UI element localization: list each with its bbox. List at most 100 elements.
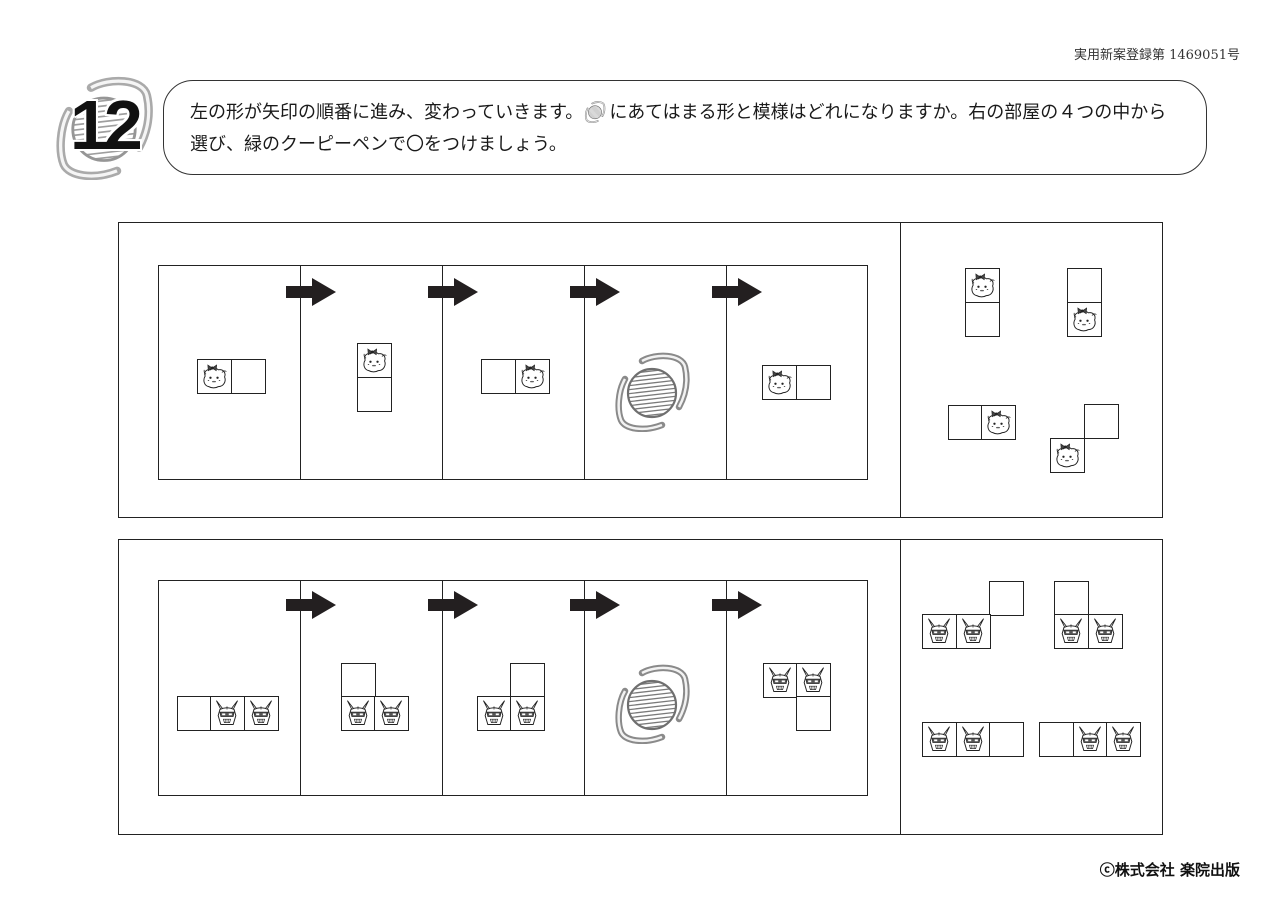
helmet-mask-icon bbox=[212, 698, 242, 728]
blank-cell bbox=[585, 581, 727, 795]
instruction-box: 左の形が矢印の順番に進み、変わっていきます。 にあてはまる形と模様はどれになります… bbox=[163, 80, 1207, 175]
question-badge: 12 bbox=[52, 76, 156, 180]
answer-room bbox=[899, 540, 1163, 834]
mask-tile bbox=[796, 662, 831, 698]
right-arrow-icon bbox=[570, 591, 620, 619]
swirl-question-icon bbox=[612, 352, 692, 432]
mask-tile bbox=[955, 721, 991, 757]
right-arrow-icon bbox=[712, 278, 762, 306]
helmet-mask-icon bbox=[924, 616, 954, 646]
right-arrow-icon bbox=[286, 591, 336, 619]
face-tile bbox=[762, 365, 797, 400]
empty-tile bbox=[357, 376, 392, 412]
helmet-mask-icon bbox=[958, 616, 988, 646]
mask-tile bbox=[210, 696, 245, 731]
swirl-question-icon bbox=[584, 101, 606, 123]
instruction-line-2: 選び、緑のクーピーペンで〇をつけましょう。 bbox=[190, 134, 567, 155]
mask-tile bbox=[762, 662, 798, 698]
right-arrow-icon bbox=[428, 278, 478, 306]
answer-option-3[interactable] bbox=[947, 405, 1017, 440]
empty-tile bbox=[1066, 268, 1102, 303]
empty-tile bbox=[947, 405, 983, 440]
girl-face-icon bbox=[1069, 304, 1099, 334]
mask-tile bbox=[955, 614, 991, 649]
face-tile bbox=[1066, 301, 1102, 337]
face-tile bbox=[357, 343, 392, 378]
answer-option-4[interactable] bbox=[1049, 404, 1119, 473]
empty-tile bbox=[989, 721, 1024, 757]
mask-tile bbox=[340, 696, 376, 731]
helmet-mask-icon bbox=[1075, 724, 1105, 754]
copyright: ⓒ株式会社 楽院出版 bbox=[1099, 861, 1240, 879]
empty-tile bbox=[795, 365, 831, 400]
helmet-mask-icon bbox=[958, 724, 988, 754]
problem-1-panel bbox=[118, 222, 1163, 518]
answer-option-3[interactable] bbox=[922, 721, 1024, 757]
girl-face-icon bbox=[1052, 440, 1082, 470]
answer-option-4[interactable] bbox=[1039, 721, 1141, 757]
girl-face-icon bbox=[983, 407, 1013, 437]
mask-tile bbox=[1072, 721, 1108, 757]
mask-tile bbox=[922, 721, 957, 757]
right-arrow-icon bbox=[570, 278, 620, 306]
question-number: 12 bbox=[70, 86, 143, 164]
empty-tile bbox=[340, 662, 376, 698]
girl-face-icon bbox=[764, 367, 794, 397]
instruction-text-start: 左の形が矢印の順番に進み、変わっていきます。 bbox=[190, 102, 584, 123]
empty-tile bbox=[481, 359, 516, 394]
empty-tile bbox=[964, 301, 1000, 337]
girl-face-icon bbox=[967, 270, 997, 300]
face-tile bbox=[197, 359, 232, 394]
empty-tile bbox=[510, 662, 545, 698]
answer-option-1[interactable] bbox=[922, 580, 1024, 650]
sequence-strip bbox=[158, 580, 868, 796]
empty-tile bbox=[1083, 404, 1119, 439]
mask-tile bbox=[476, 696, 512, 731]
sequence-cell-1 bbox=[159, 266, 301, 479]
helmet-mask-icon bbox=[1090, 616, 1120, 646]
face-tile bbox=[1049, 438, 1085, 473]
helmet-mask-icon bbox=[924, 724, 954, 754]
empty-tile bbox=[1054, 580, 1089, 616]
sequence-strip bbox=[158, 265, 868, 480]
instruction-line-1: 左の形が矢印の順番に進み、変わっていきます。 にあてはまる形と模様はどれになります… bbox=[190, 97, 1206, 129]
mask-tile bbox=[374, 696, 409, 731]
mask-tile bbox=[1087, 614, 1123, 649]
answer-option-2[interactable] bbox=[1066, 268, 1102, 337]
mask-tile bbox=[1106, 721, 1141, 757]
empty-tile bbox=[1039, 721, 1074, 757]
sequence-cell-1 bbox=[159, 581, 301, 795]
right-arrow-icon bbox=[286, 278, 336, 306]
helmet-mask-icon bbox=[376, 698, 406, 728]
empty-tile bbox=[989, 580, 1024, 616]
registration-number: 実用新案登録第 1469051号 bbox=[1073, 48, 1240, 63]
instruction-text-end: にあてはまる形と模様はどれになりますか。右の部屋の４つの中から bbox=[609, 102, 1167, 123]
helmet-mask-icon bbox=[512, 698, 542, 728]
mask-tile bbox=[1054, 614, 1089, 649]
empty-tile bbox=[176, 696, 212, 731]
sequence-cell-5 bbox=[727, 266, 867, 479]
mask-tile bbox=[510, 696, 545, 731]
face-tile bbox=[514, 359, 550, 394]
mask-tile bbox=[243, 696, 279, 731]
sequence-cell-2 bbox=[301, 266, 443, 479]
empty-tile bbox=[796, 696, 831, 731]
right-arrow-icon bbox=[712, 591, 762, 619]
answer-option-1[interactable] bbox=[964, 268, 1000, 337]
answer-option-2[interactable] bbox=[1054, 580, 1123, 650]
girl-face-icon bbox=[517, 361, 547, 391]
helmet-mask-icon bbox=[479, 698, 509, 728]
girl-face-icon bbox=[199, 361, 229, 391]
helmet-mask-icon bbox=[798, 665, 828, 695]
helmet-mask-icon bbox=[1056, 616, 1086, 646]
blank-cell bbox=[585, 266, 727, 479]
helmet-mask-icon bbox=[1108, 724, 1138, 754]
mask-tile bbox=[922, 614, 957, 649]
sequence-cell-3 bbox=[443, 266, 585, 479]
sequence-cell-3 bbox=[443, 581, 585, 795]
sequence-cell-5 bbox=[727, 581, 867, 795]
helmet-mask-icon bbox=[246, 698, 276, 728]
right-arrow-icon bbox=[428, 591, 478, 619]
answer-room bbox=[899, 223, 1163, 517]
girl-face-icon bbox=[359, 345, 389, 375]
